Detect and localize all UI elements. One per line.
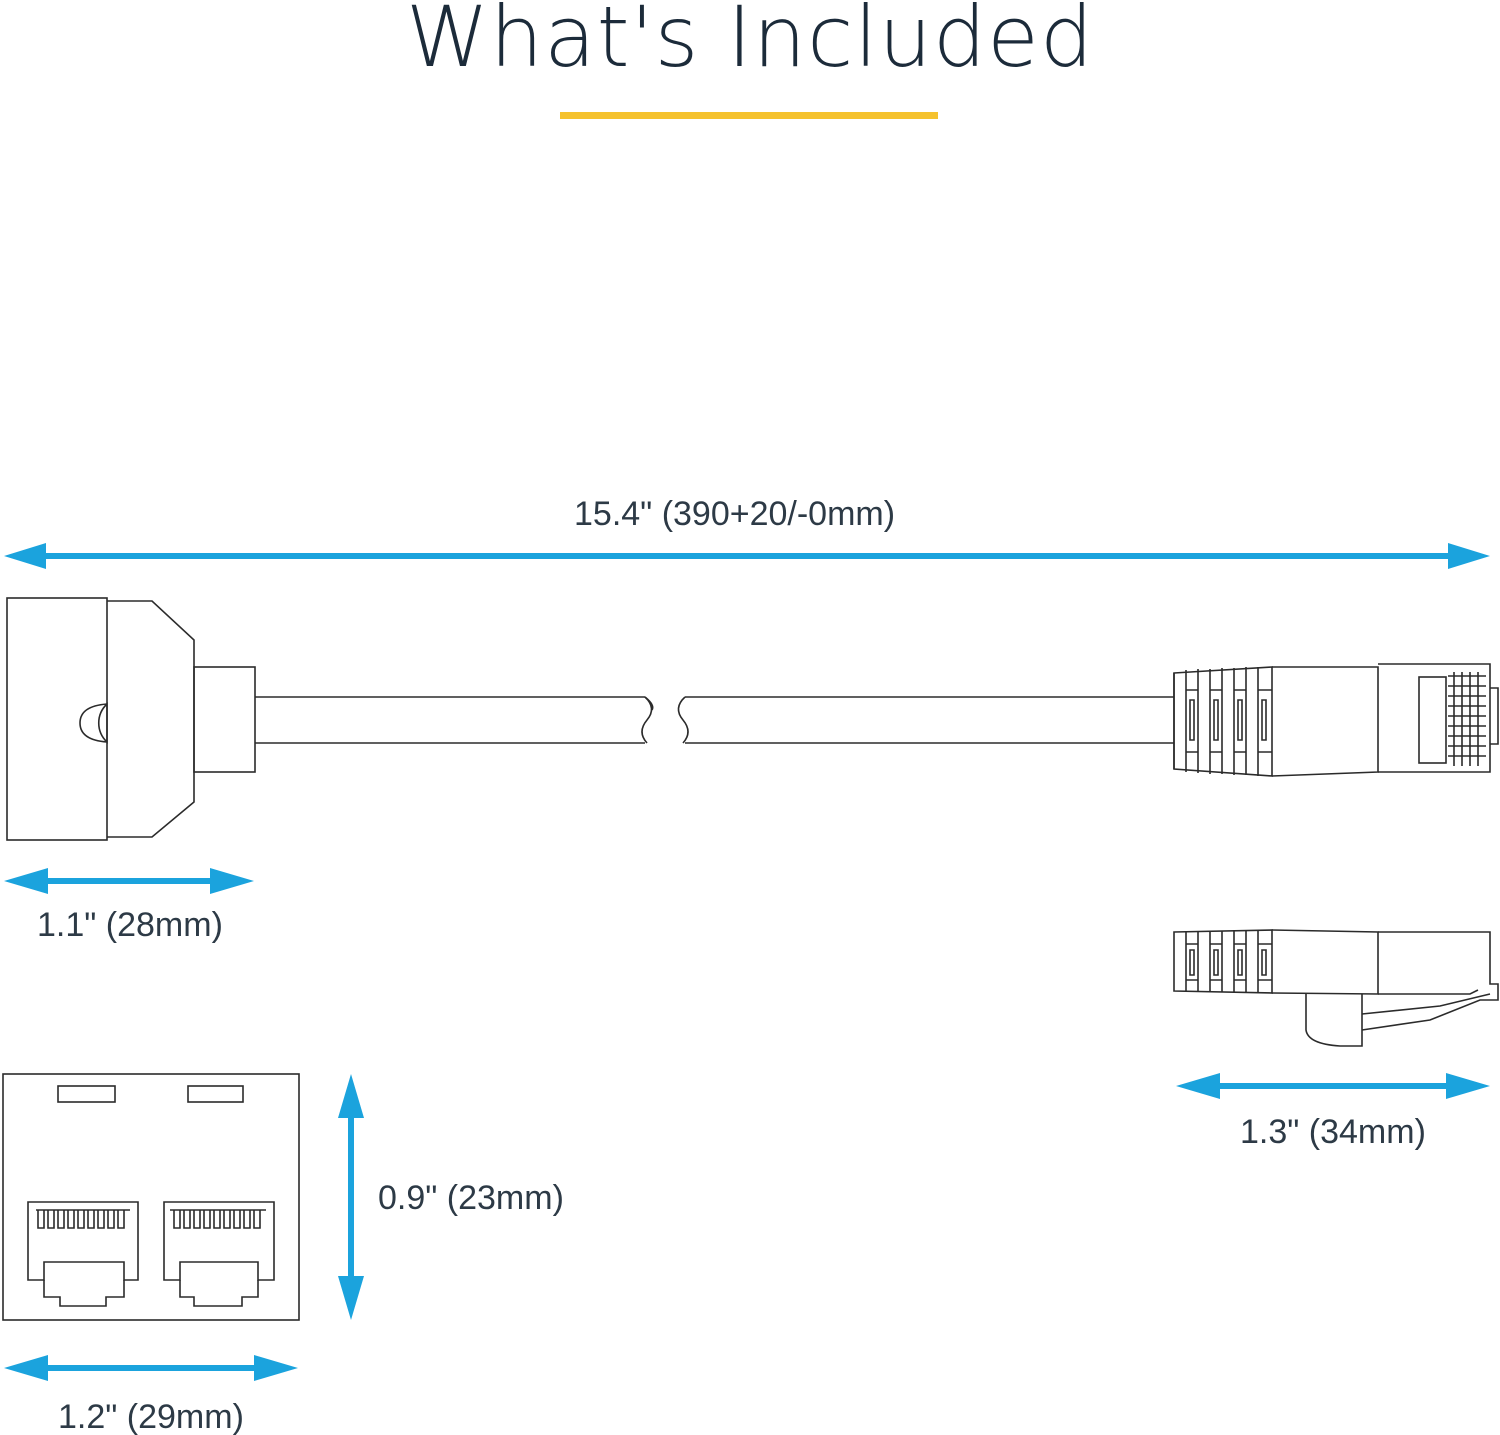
coupler-length-arrow [4, 868, 254, 894]
plug-body [1271, 666, 1379, 777]
cable-side-view [6, 597, 1499, 841]
led-window-right [187, 1085, 244, 1103]
title-underline [560, 112, 938, 119]
plug-length-arrow [1176, 1073, 1490, 1099]
cable-left [255, 696, 645, 744]
page-title: What's Included [405, 0, 1095, 86]
plug-side-detail [1173, 929, 1499, 1047]
plug-boot [1173, 666, 1273, 777]
coupler-height-label: 0.9" (23mm) [378, 1179, 564, 1217]
coupler-height-arrow [338, 1074, 364, 1320]
coupler-boot [193, 666, 256, 773]
jack-port-left [27, 1201, 139, 1307]
coupler-taper [107, 600, 195, 838]
dimension-arrows [4, 543, 1490, 1381]
plug-contacts [1448, 672, 1486, 766]
coupler-length-label: 1.1" (28mm) [37, 906, 223, 944]
jack-port-right [163, 1201, 275, 1307]
coupler-width-label: 1.2" (29mm) [58, 1398, 244, 1435]
total-length-arrow [4, 543, 1490, 569]
coupler-front-housing [2, 1073, 300, 1321]
coupler-width-arrow [4, 1355, 298, 1381]
cable-right [685, 696, 1174, 744]
led-window-left [57, 1085, 116, 1103]
plug-head [1378, 663, 1491, 773]
coupler-housing [6, 597, 108, 841]
total-length-label: 15.4" (390+20/-0mm) [574, 495, 896, 533]
plug-length-label: 1.3" (34mm) [1240, 1113, 1426, 1151]
coupler-front-view [2, 1073, 300, 1321]
